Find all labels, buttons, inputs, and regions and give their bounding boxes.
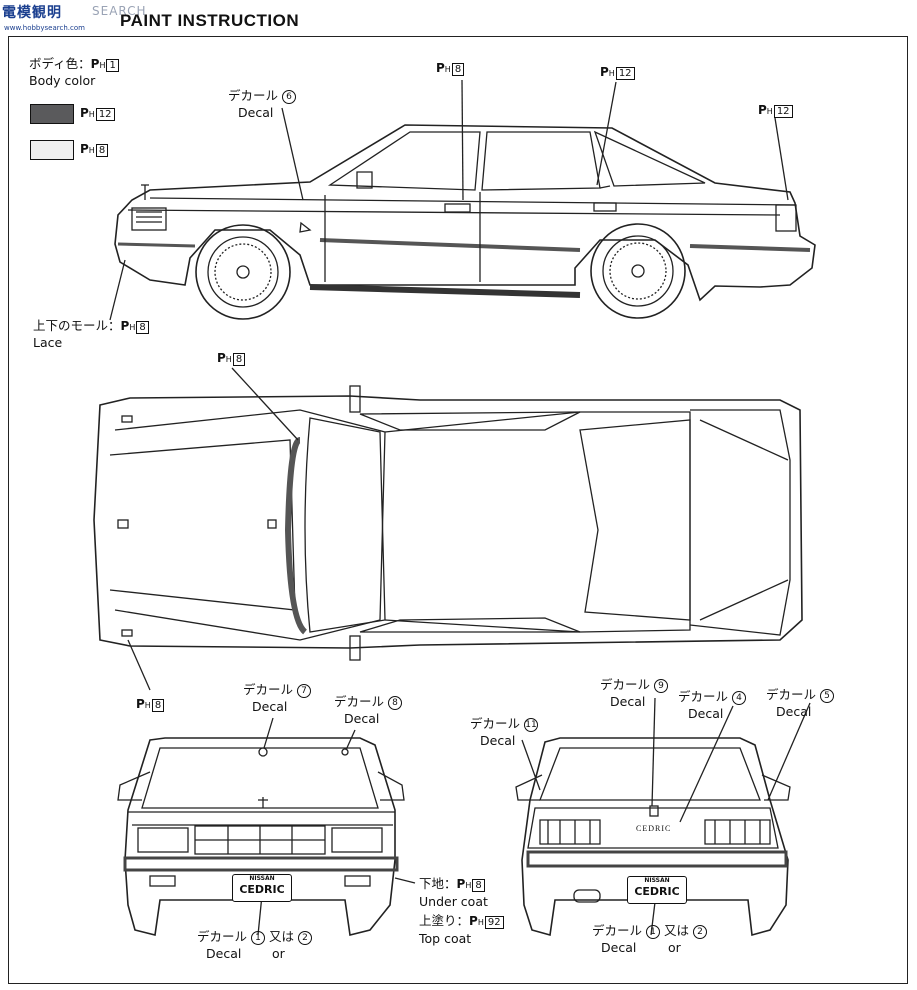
rear-or-en: or [668,940,681,955]
swatch-light-gray [30,140,74,160]
body-color-jp: ボディ色： [29,56,91,71]
decal-5-label: デカール 5 [766,686,834,703]
undercoat-en: Under coat [419,894,488,909]
rear-view-drawing [515,697,811,937]
top-view-drawing [93,367,803,691]
site-watermark-url: www.hobbysearch.com [4,24,85,32]
rear-decal-1-or-2: デカール 1 又は 2 [592,922,707,939]
body-color-en: Body color [29,73,96,88]
instruction-frame [8,36,908,984]
decal-11-en: Decal [480,733,516,748]
decal-7-label: デカール 7 [243,681,311,698]
front-decal-1-or-2: デカール 1 又は 2 [197,928,312,945]
rear-trunk-badge: CEDRIC [636,824,672,833]
decal-8-en: Decal [344,711,380,726]
side-view-drawing [109,79,816,321]
decal-6-label: デカール 6 [228,87,296,104]
site-watermark-search: SEARCH [92,4,147,18]
swatch-dark-gray [30,104,74,124]
front-decal-en: Decal [206,946,242,961]
lace-en: Lace [33,335,63,350]
decal-4-en: Decal [688,706,724,721]
front-plate-text: CEDRIC [239,883,285,896]
decal-9-en: Decal [610,694,646,709]
site-watermark: 電模観明 [2,5,62,21]
page-title: PAINT INSTRUCTION [120,11,300,30]
topcoat-en: Top coat [419,931,472,946]
rear-plate-small: NISSAN [644,877,670,884]
decal-9-label: デカール 9 [600,676,668,693]
decal-7-en: Decal [252,699,288,714]
rear-decal-en: Decal [601,940,637,955]
rear-plate-text: CEDRIC [634,885,680,898]
decal-6-en: Decal [238,105,274,120]
decal-8-label: デカール 8 [334,693,402,710]
front-license-plate: NISSAN CEDRIC [232,874,292,902]
front-plate-small: NISSAN [249,875,275,882]
front-or-en: or [272,946,285,961]
front-view-drawing [117,717,416,936]
decal-5-en: Decal [776,704,812,719]
decal-4-label: デカール 4 [678,688,746,705]
rear-license-plate: NISSAN CEDRIC [627,876,687,904]
decal-11-label: デカール 11 [470,716,538,732]
